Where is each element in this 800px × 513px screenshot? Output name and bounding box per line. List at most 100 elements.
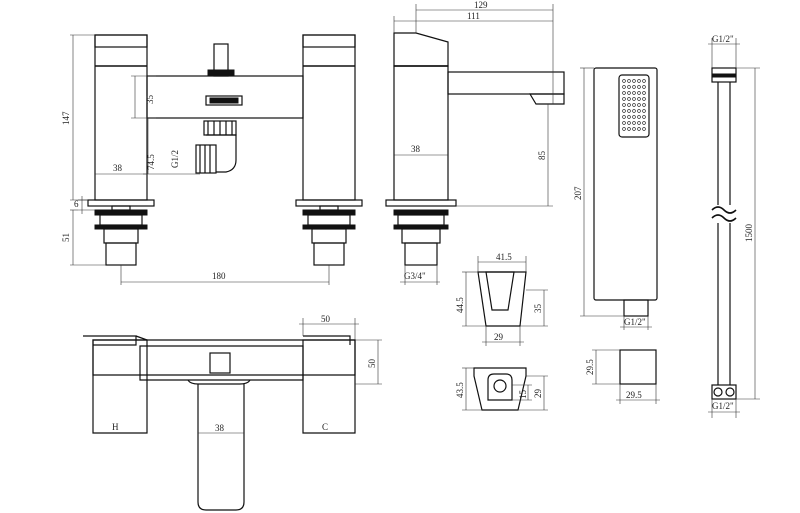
dim-38-plan: 38	[215, 423, 225, 433]
dim-129: 129	[474, 0, 488, 10]
plan-left-handle	[92, 339, 148, 434]
nozzle	[627, 103, 631, 107]
nozzle	[642, 97, 646, 101]
mixer-deck-body	[146, 75, 304, 119]
handset-spray-face	[618, 74, 650, 138]
dim-38-front: 38	[113, 163, 123, 173]
square-plate: 29.5 29.5	[585, 349, 660, 404]
nozzle	[622, 85, 626, 89]
bracket-plan: 43.5 29 15	[455, 367, 548, 411]
front-view: 147 35 74.5 38 G1/2 6 51 180	[61, 34, 363, 285]
nozzle	[637, 109, 641, 113]
nozzle	[642, 85, 646, 89]
nozzle	[632, 97, 636, 101]
dim-15: 15	[518, 390, 528, 400]
thread-g12-hose-bottom: G1/2"	[712, 401, 734, 411]
dim-41-5: 41.5	[496, 252, 512, 262]
dim-29-plan: 29	[533, 389, 543, 399]
dim-51: 51	[61, 233, 71, 242]
nozzle	[622, 115, 626, 119]
handset-connector	[623, 299, 649, 317]
dim-1500: 1500	[744, 224, 754, 243]
hose-elbow	[195, 120, 237, 174]
front-dimensions: 147 35 74.5 38 G1/2 6 51 180	[61, 34, 330, 285]
nozzle	[627, 127, 631, 131]
nozzle	[632, 115, 636, 119]
nozzle	[622, 91, 626, 95]
nozzle	[627, 85, 631, 89]
dim-43-5: 43.5	[455, 382, 465, 398]
nozzle	[642, 109, 646, 113]
dim-35: 35	[145, 95, 155, 105]
dim-38-side: 38	[411, 144, 421, 154]
right-handle-cap	[302, 34, 356, 48]
dim-85: 85	[537, 151, 547, 161]
nozzle	[637, 97, 641, 101]
plan-view: H C 50 50 38	[83, 314, 382, 511]
nozzle	[632, 85, 636, 89]
dim-29-bracket: 29	[494, 332, 504, 342]
dim-207: 207	[573, 186, 583, 200]
nozzle	[642, 121, 646, 125]
nozzle	[627, 97, 631, 101]
nozzle	[632, 127, 636, 131]
handset-body	[593, 67, 658, 301]
nozzle	[642, 103, 646, 107]
side-body	[393, 65, 449, 201]
dim-29-5-v: 29.5	[585, 359, 595, 375]
side-view: 129 111 38 85 G3/4"	[385, 0, 565, 285]
right-shank	[295, 199, 363, 266]
dim-6: 6	[74, 199, 79, 209]
nozzle	[642, 91, 646, 95]
nozzle	[637, 115, 641, 119]
nozzle	[637, 79, 641, 83]
nozzle	[637, 103, 641, 107]
hot-label: H	[112, 422, 119, 432]
thread-g12-front: G1/2	[170, 150, 180, 168]
right-handle-body	[302, 34, 356, 201]
nozzle	[637, 91, 641, 95]
handset-nozzles	[622, 79, 646, 131]
nozzle	[622, 121, 626, 125]
dim-29-5-h: 29.5	[626, 390, 642, 400]
nozzle	[642, 79, 646, 83]
nozzle	[627, 115, 631, 119]
left-handle-body	[94, 34, 148, 201]
nozzle	[632, 79, 636, 83]
nozzle	[627, 121, 631, 125]
side-handle	[393, 32, 449, 67]
plan-diverter	[209, 352, 231, 374]
cold-label: C	[322, 422, 328, 432]
thread-g12-handset: G1/2"	[624, 317, 646, 327]
thread-g34: G3/4"	[404, 271, 426, 281]
nozzle	[637, 127, 641, 131]
left-shank	[87, 199, 155, 266]
dim-50-w: 50	[321, 314, 331, 324]
dim-111: 111	[467, 11, 480, 21]
dim-147: 147	[61, 111, 71, 125]
nozzle	[627, 91, 631, 95]
nozzle	[622, 109, 626, 113]
nozzle	[642, 115, 646, 119]
dim-44-5: 44.5	[455, 297, 465, 313]
nozzle	[627, 109, 631, 113]
nozzle	[622, 103, 626, 107]
thread-g12-hose-top: G1/2"	[712, 34, 734, 44]
plan-right-handle	[302, 339, 356, 434]
side-dimensions: 129 111 38 85 G3/4"	[393, 0, 554, 285]
dim-74-5: 74.5	[146, 154, 156, 170]
dim-50-d: 50	[367, 359, 377, 369]
nozzle	[632, 91, 636, 95]
nozzle	[622, 79, 626, 83]
hose-bottom-nut	[711, 384, 737, 400]
nozzle	[632, 109, 636, 113]
nozzle	[632, 103, 636, 107]
nozzle	[637, 85, 641, 89]
dim-180: 180	[212, 271, 226, 281]
shower-hose: G1/2" 1500 G1/2"	[708, 34, 760, 418]
spout-outlet	[205, 95, 243, 106]
wall-bracket: 41.5 44.5 35 29	[455, 252, 548, 346]
side-spout	[447, 71, 565, 95]
nozzle	[622, 127, 626, 131]
